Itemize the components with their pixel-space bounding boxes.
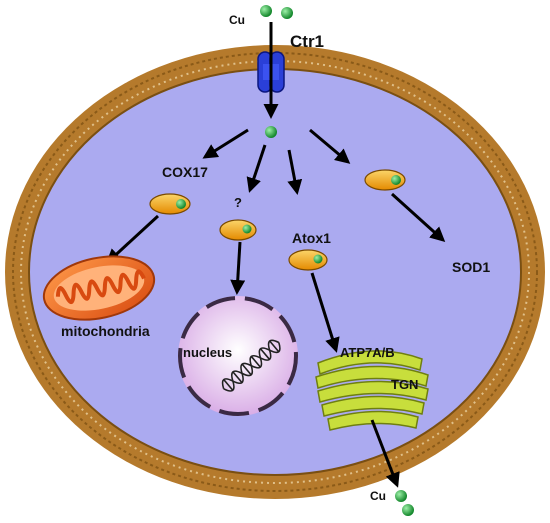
ctr1-label: Ctr1 xyxy=(290,32,324,51)
atox1-label: Atox1 xyxy=(292,230,331,246)
cu-top-label: Cu xyxy=(229,13,245,27)
unknown-to-nucleus-arrow xyxy=(230,241,246,295)
copper-ion-icon xyxy=(281,7,293,19)
nucleus-icon xyxy=(178,296,298,416)
dna-helix-icon xyxy=(221,339,281,392)
copper-ion-icon xyxy=(265,126,277,138)
copper-ion-icon xyxy=(395,490,407,502)
tgn-label: TGN xyxy=(391,377,418,392)
cu-bottom-label: Cu xyxy=(370,489,386,503)
chaperone-icon xyxy=(288,249,328,271)
chaperone-icon xyxy=(219,219,257,241)
copper-ion-icon xyxy=(402,504,414,516)
unknown-chaperone-label: ? xyxy=(234,195,242,210)
cox17-to-mito-arrow xyxy=(105,214,160,265)
sod1-label: SOD1 xyxy=(452,259,490,275)
distribution-arrows xyxy=(202,128,351,195)
copper-ion-icon xyxy=(260,5,272,17)
mitochondria-icon xyxy=(42,255,156,321)
chaperone-icon xyxy=(149,193,191,215)
cox17-label: COX17 xyxy=(162,164,208,180)
export-arrow xyxy=(370,419,400,488)
atox1-to-atp7-arrow xyxy=(310,272,340,353)
atp7ab-label: ATP7A/B xyxy=(340,345,395,360)
nucleus-label: nucleus xyxy=(183,345,232,360)
mitochondria-label: mitochondria xyxy=(61,323,150,339)
chaperone-icon xyxy=(364,169,406,191)
to-sod1-arrow xyxy=(390,192,446,243)
